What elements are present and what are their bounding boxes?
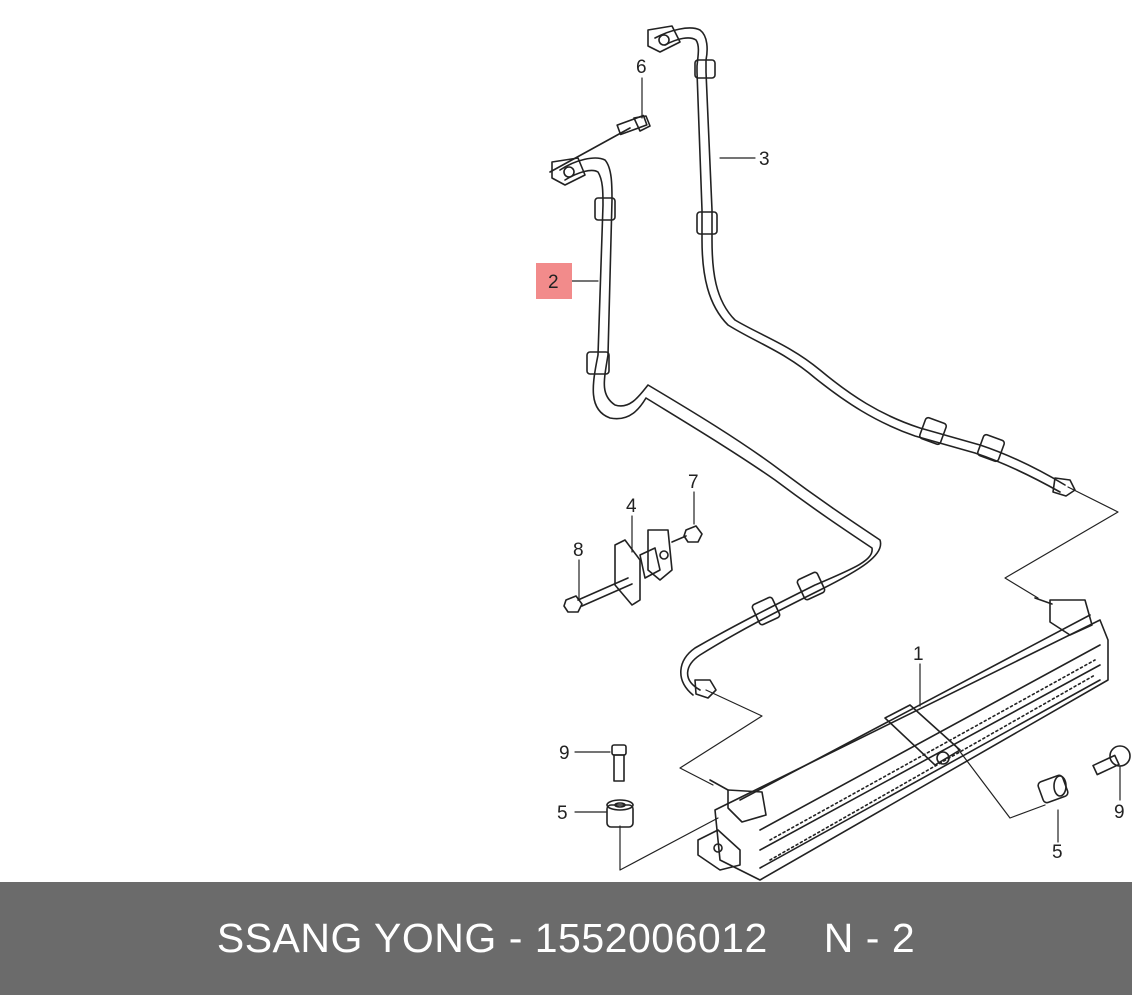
callout-7: 7	[688, 472, 699, 493]
callout-9b: 9	[1114, 802, 1125, 823]
callout-4: 4	[626, 496, 637, 517]
footer-caption: SSANG YONG - 1552006012 N - 2	[0, 882, 1132, 995]
bolt-part-8	[563, 577, 633, 613]
callout-6: 6	[636, 57, 647, 78]
clamp-part-4	[614, 529, 673, 606]
bolt-part-9b	[1092, 745, 1131, 776]
callout-5b: 5	[1052, 842, 1063, 863]
parts-diagram: 1 2 3 4 5 5 6 7 8 9 9	[536, 25, 1131, 881]
bushing-part-5a	[606, 799, 634, 828]
hose-part-2	[551, 157, 882, 699]
callout-9a: 9	[559, 743, 570, 764]
footer-separator: -	[508, 915, 523, 961]
connector-lines	[571, 77, 1121, 871]
callout-5a: 5	[557, 803, 568, 824]
footer-brand: SSANG YONG	[216, 915, 497, 961]
hose-part-3	[647, 25, 1076, 497]
callout-3: 3	[759, 149, 770, 170]
bolt-part-6	[549, 114, 651, 173]
callout-8: 8	[573, 540, 584, 561]
callout-2: 2	[548, 272, 559, 293]
callout-1: 1	[913, 644, 924, 665]
highlight-box-part-2	[536, 263, 572, 299]
footer-part-number: 1552006012	[534, 915, 768, 961]
nut-part-7	[671, 525, 703, 543]
bushing-part-5b	[1037, 774, 1069, 804]
cooler-part-1	[697, 597, 1109, 881]
bolt-part-9a	[611, 744, 627, 782]
footer-position-code: N - 2	[823, 915, 916, 961]
footer-bar: SSANG YONG - 1552006012 N - 2	[0, 882, 1132, 995]
